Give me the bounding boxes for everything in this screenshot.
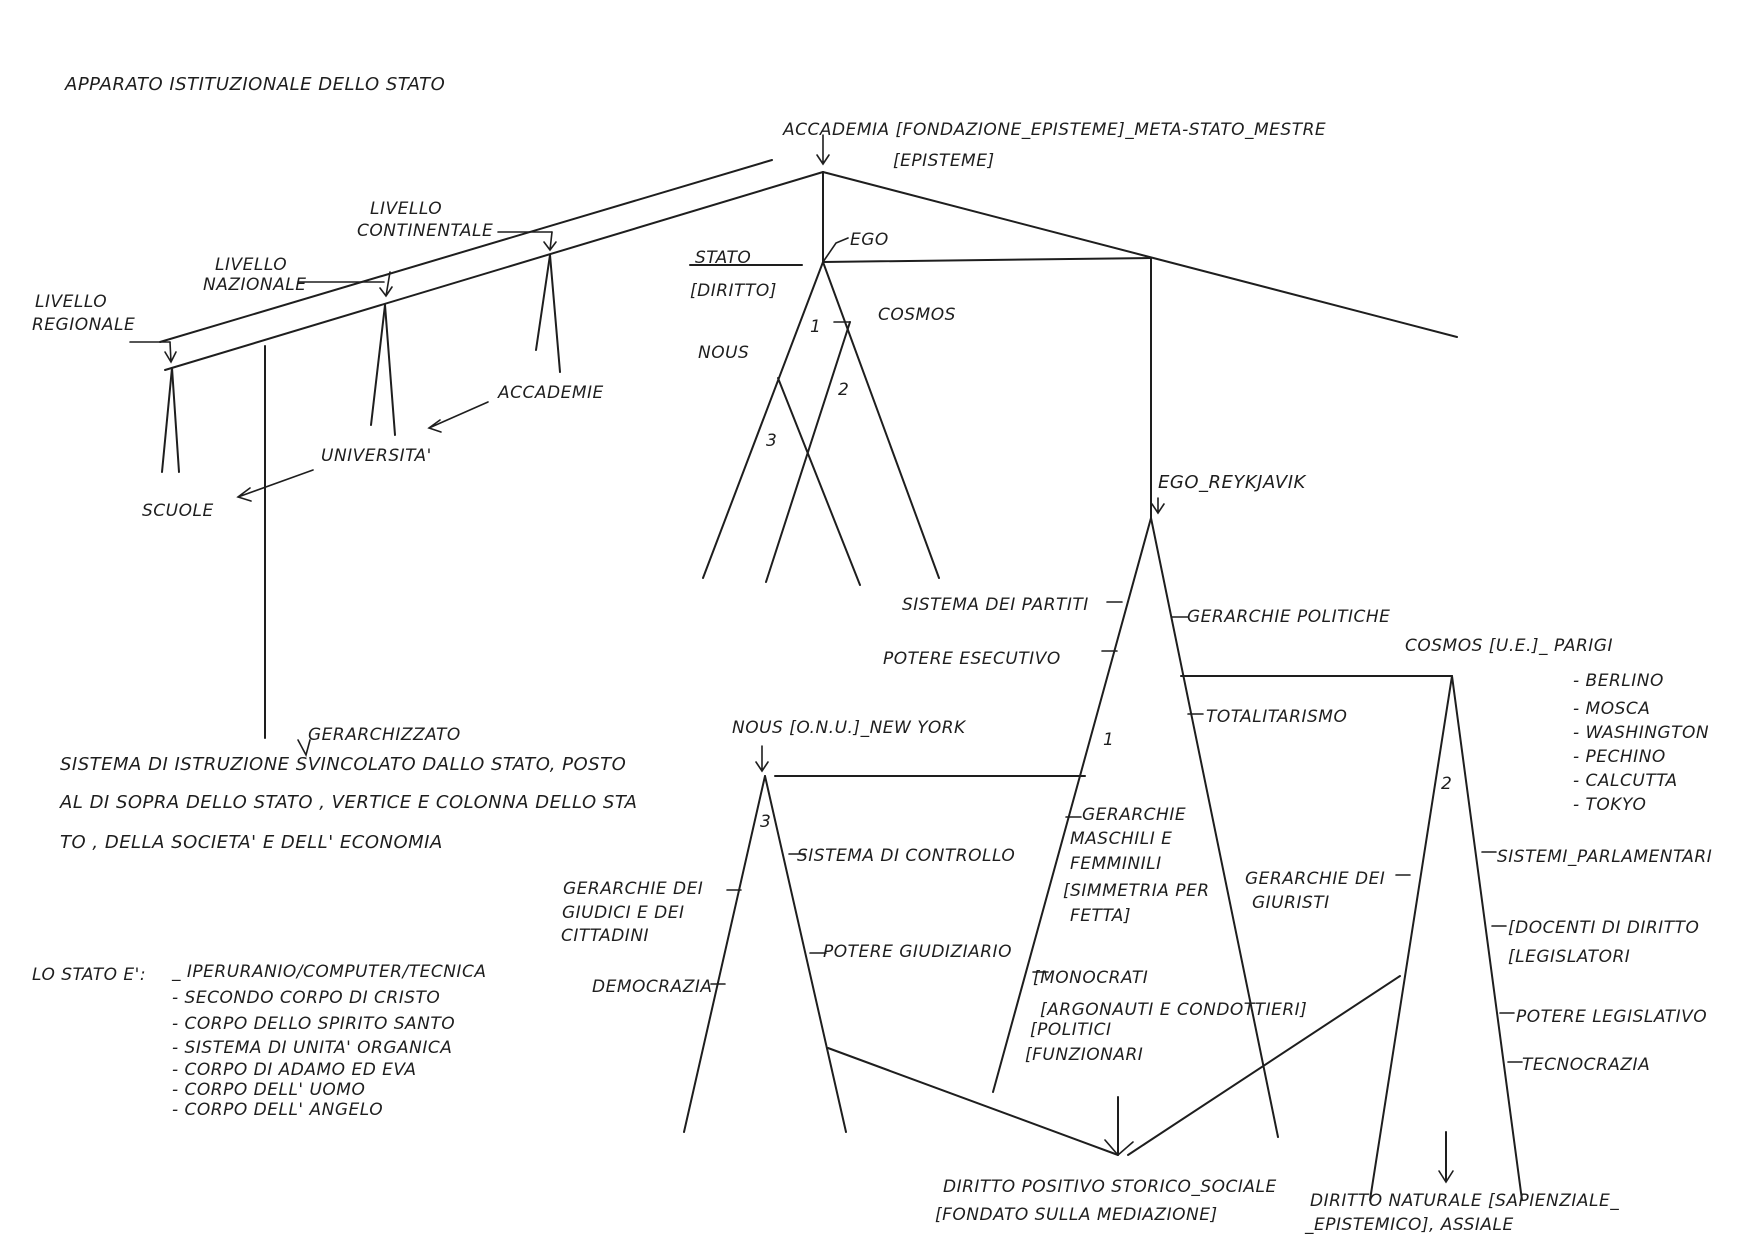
city-6: - TOKYO bbox=[1573, 795, 1646, 815]
democrazia-label: DEMOCRAZIA bbox=[592, 977, 712, 997]
livello-regionale-2: REGIONALE bbox=[32, 315, 135, 335]
accademia-line1: ACCADEMIA [FONDAZIONE_EPISTEME]_META-STA… bbox=[782, 120, 1326, 140]
nous-label: NOUS bbox=[698, 343, 749, 363]
accademia-line2: [EPISTEME] bbox=[893, 151, 995, 171]
docenti-label: [DOCENTI DI DIRITTO bbox=[1508, 918, 1699, 938]
stato-e-item-7: - CORPO DELL' ANGELO bbox=[172, 1100, 383, 1120]
cosmos-tree-lines bbox=[1369, 675, 1523, 1201]
gerarchie-mf-4: [SIMMETRIA PER bbox=[1063, 881, 1210, 901]
gerarchie-mf-1: GERARCHIE bbox=[1082, 805, 1186, 825]
ego-tree-lines bbox=[774, 517, 1453, 1138]
city-3: - WASHINGTON bbox=[1573, 723, 1709, 743]
gerarchie-mf-5: FETTA] bbox=[1070, 906, 1131, 926]
nous-tree-lines bbox=[683, 775, 847, 1133]
nous-number-3: 3 bbox=[760, 812, 771, 832]
cosmos-label: COSMOS bbox=[878, 305, 956, 325]
ego-number-1: 1 bbox=[1103, 730, 1114, 750]
gerarchizzato-label: GERARCHIZZATO bbox=[308, 725, 461, 745]
city-5: - CALCUTTA bbox=[1573, 771, 1678, 791]
sistema-line1: SISTEMA DI ISTRUZIONE SVINCOLATO DALLO S… bbox=[60, 754, 626, 775]
potere-esecutivo-label: POTERE ESECUTIVO bbox=[883, 649, 1061, 669]
insert-mark bbox=[297, 739, 311, 758]
livello-continentale-2: CONTINENTALE bbox=[357, 221, 493, 241]
gerarchie-giudici-3: CITTADINI bbox=[561, 926, 649, 946]
gerarchie-mf-2: MASCHILI E bbox=[1070, 829, 1172, 849]
city-1: - BERLINO bbox=[1573, 671, 1664, 691]
stato-number-1: 1 bbox=[810, 317, 821, 337]
left-tree-arrows bbox=[129, 231, 557, 502]
totalitarismo-label: TOTALITARISMO bbox=[1206, 707, 1347, 727]
stato-e-head: LO STATO E': bbox=[32, 965, 146, 985]
roof-lines bbox=[159, 159, 1458, 519]
city-4: - PECHINO bbox=[1573, 747, 1666, 767]
accademie-label: ACCADEMIE bbox=[497, 383, 604, 403]
diritto-positivo-1: DIRITTO POSITIVO STORICO_SOCIALE bbox=[943, 1177, 1277, 1197]
nous-arrow bbox=[755, 745, 769, 773]
monocrati-4: [FUNZIONARI bbox=[1025, 1045, 1143, 1065]
monocrati-1: [MONOCRATI bbox=[1033, 968, 1148, 988]
nous-onu-title: NOUS [O.N.U.]_NEW YORK bbox=[732, 718, 967, 738]
convergence-lines bbox=[827, 975, 1454, 1184]
livello-regionale-1: LIVELLO bbox=[35, 292, 107, 312]
gerarchie-politiche-label: GERARCHIE POLITICHE bbox=[1187, 607, 1390, 627]
scuole-label: SCUOLE bbox=[142, 501, 214, 521]
gerarchie-giudici-2: GIUDICI E DEI bbox=[562, 903, 685, 923]
gerarchie-mf-3: FEMMINILI bbox=[1070, 854, 1162, 874]
diritto-label: [DIRITTO] bbox=[690, 281, 777, 301]
legislatori-label: [LEGISLATORI bbox=[1508, 947, 1630, 967]
gerarchie-giuristi-2: GIURISTI bbox=[1252, 893, 1330, 913]
stato-e-item-1: _ IPERURANIO/COMPUTER/TECNICA bbox=[171, 962, 486, 982]
accademia-arrow bbox=[816, 134, 830, 166]
sistema-partiti-label: SISTEMA DEI PARTITI bbox=[902, 595, 1089, 615]
city-2: - MOSCA bbox=[1573, 699, 1650, 719]
ego-label: EGO bbox=[850, 230, 889, 250]
cosmos-ue-title: COSMOS [U.E.]_ PARIGI bbox=[1405, 636, 1613, 656]
stato-e-item-6: - CORPO DELL' UOMO bbox=[172, 1080, 365, 1100]
sistema-line2: AL DI SOPRA DELLO STATO , VERTICE E COLO… bbox=[59, 792, 637, 813]
stato-number-3: 3 bbox=[766, 431, 777, 451]
monocrati-3: [POLITICI bbox=[1030, 1020, 1112, 1040]
universita-label: UNIVERSITA' bbox=[321, 446, 432, 466]
ego-arrow bbox=[1151, 497, 1165, 515]
gerarchie-giuristi-1: GERARCHIE DEI bbox=[1245, 869, 1385, 889]
sistema-line3: TO , DELLA SOCIETA' E DELL' ECONOMIA bbox=[60, 832, 443, 853]
stato-e-item-3: - CORPO DELLO SPIRITO SANTO bbox=[172, 1014, 455, 1034]
stato-e-item-2: - SECONDO CORPO DI CRISTO bbox=[172, 988, 440, 1008]
livello-continentale-1: LIVELLO bbox=[370, 199, 442, 219]
ego-reykjavik-title: EGO_REYKJAVIK bbox=[1158, 472, 1307, 493]
stato-e-item-4: - SISTEMA DI UNITA' ORGANICA bbox=[172, 1038, 452, 1058]
livello-nazionale-2: NAZIONALE bbox=[203, 275, 306, 295]
gerarchie-giudici-1: GERARCHIE DEI bbox=[563, 879, 703, 899]
cosmos-number-2: 2 bbox=[1441, 774, 1452, 794]
left-tree-lines bbox=[161, 254, 561, 739]
diritto-naturale-1: DIRITTO NATURALE [SAPIENZIALE_ bbox=[1310, 1191, 1619, 1211]
sistema-controllo-label: SISTEMA DI CONTROLLO bbox=[797, 846, 1015, 866]
page-title: APPARATO ISTITUZIONALE DELLO STATO bbox=[64, 74, 445, 95]
diritto-naturale-2: _EPISTEMICO], ASSIALE bbox=[1304, 1215, 1514, 1235]
sistemi-parlamentari-label: SISTEMI_PARLAMENTARI bbox=[1497, 847, 1712, 867]
monocrati-2: [ARGONAUTI E CONDOTTIERI] bbox=[1040, 1000, 1307, 1020]
stato-number-2: 2 bbox=[838, 380, 849, 400]
potere-legislativo-label: POTERE LEGISLATIVO bbox=[1516, 1007, 1707, 1027]
tecnocrazia-label: TECNOCRAZIA bbox=[1522, 1055, 1650, 1075]
potere-giudiziario-label: POTERE GIUDIZIARIO bbox=[823, 942, 1012, 962]
livello-nazionale-1: LIVELLO bbox=[215, 255, 287, 275]
diritto-positivo-2: [FONDATO SULLA MEDIAZIONE] bbox=[935, 1205, 1218, 1225]
stato-tree-lines bbox=[689, 237, 940, 586]
stato-label: STATO bbox=[695, 248, 751, 268]
stato-e-item-5: - CORPO DI ADAMO ED EVA bbox=[172, 1060, 417, 1080]
